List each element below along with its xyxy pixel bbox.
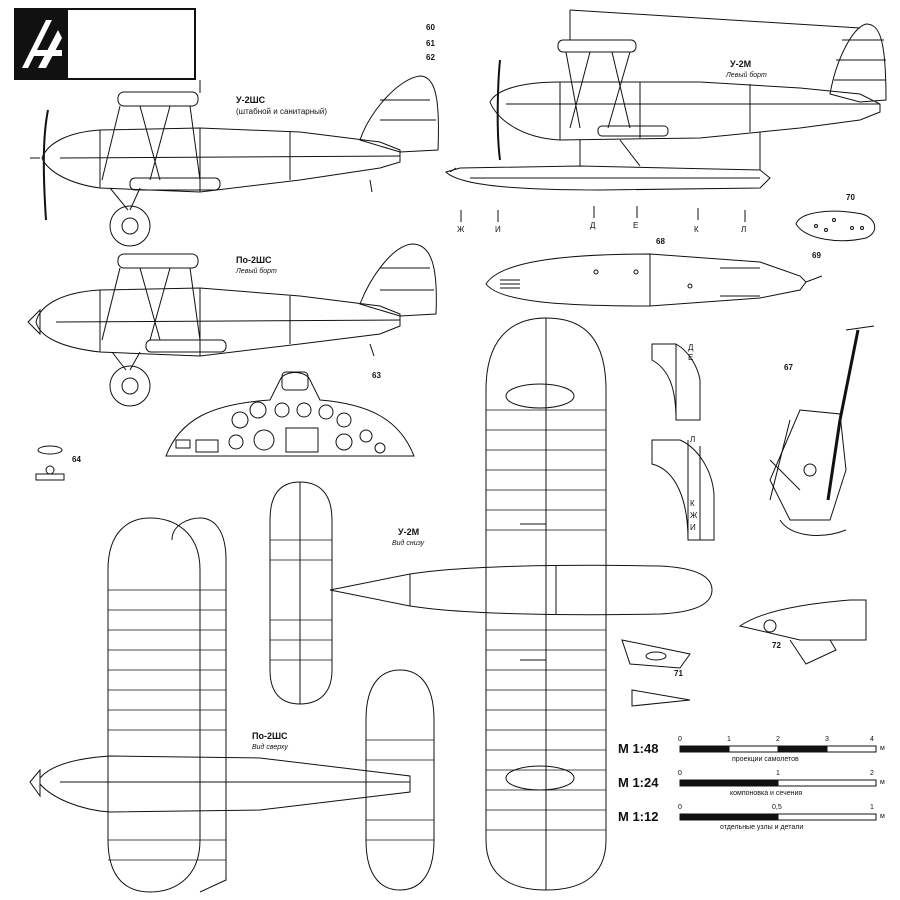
scale-label-1-12: М 1:12 [618,809,659,824]
callout-70: 70 [846,193,855,202]
scale-caption-1-12: отдельные узлы и детали [720,824,804,831]
section-mark-zh: Ж [457,225,465,234]
scale-tick: 1 [727,736,731,743]
section-mark-k: К [694,225,699,234]
scale-unit: м [880,813,885,820]
scale-tick: 1 [776,770,780,777]
callout-71: 71 [674,669,683,678]
view-title-u2ss: У-2ШС [236,95,266,105]
part-71-outline [621,639,691,707]
instrument-panel [165,371,415,457]
view-subtitle-po2ss-side: Левый борт [236,268,277,275]
view-subtitle-u2m-bottom: Вид снизу [392,540,425,547]
part-64-outline [35,445,65,481]
float-top-view [485,253,823,307]
logo-mark [16,10,68,78]
view-subtitle-po2ss-top: Вид сверху [252,744,288,751]
scale-caption-1-48: проекции самолетов [732,756,799,763]
u2m-side-view [445,9,887,191]
scale-tick: 3 [825,736,829,743]
scale-tick: 1 [870,804,874,811]
callout-67: 67 [784,363,793,372]
logo-a-icon [22,20,62,68]
part-72-outline [738,599,867,665]
scale-tick: 0 [678,736,682,743]
view-subtitle-u2m-side: Левый борт [726,72,767,79]
scale-unit: м [880,779,885,786]
gun-mount-detail [769,325,875,536]
callout-64: 64 [72,455,81,464]
detail-mark-i: И [690,523,696,532]
callout-61: 61 [426,39,435,48]
view-title-po2ss-top: По-2ШС [252,731,288,741]
po2ss-side-view [27,243,437,407]
part-70-outline [795,210,876,242]
callout-60: 60 [426,23,435,32]
scale-tick: 2 [776,736,780,743]
detail-mark-l: Л [690,435,696,444]
scale-tick: 0 [678,770,682,777]
view-subtitle-u2ss: (штабной и санитарный) [236,107,328,116]
view-title-u2m-side: У-2М [730,59,752,69]
detail-mark-zh: Ж [690,511,698,520]
scale-caption-1-24: компоновка и сечения [730,790,803,797]
section-mark-i: И [495,225,501,234]
section-detail-lkji [651,439,715,541]
callout-72: 72 [772,641,781,650]
view-title-u2m-bottom: У-2М [398,527,420,537]
callout-62: 62 [426,53,435,62]
callout-63: 63 [372,371,381,380]
callout-69: 69 [812,251,821,260]
u2ss-side-view [30,75,439,247]
detail-mark-e: Е [688,353,694,362]
po2ss-top-view [29,517,435,893]
float-section-ticks [460,206,746,222]
scale-label-1-24: М 1:24 [618,775,659,790]
section-detail-de [651,343,701,421]
scale-tick: 0 [678,804,682,811]
scale-tick: 2 [870,770,874,777]
view-title-po2ss-side: По-2ШС [236,255,272,265]
scale-bar-1-12 [679,813,877,821]
section-mark-d: Д [590,221,596,230]
section-mark-l: Л [741,225,747,234]
scale-tick: 0,5 [772,804,782,811]
section-mark-e: Е [633,221,639,230]
detail-mark-d: Д [688,343,694,352]
publisher-logo [14,8,196,80]
callout-68: 68 [656,237,665,246]
scale-unit: м [880,745,885,752]
u2m-bottom-view [269,317,713,891]
scale-bar-1-24 [679,779,877,787]
scale-bar-1-48 [679,745,877,753]
detail-mark-k: К [690,499,695,508]
scale-tick: 4 [870,736,874,743]
scale-label-1-48: М 1:48 [618,741,659,756]
